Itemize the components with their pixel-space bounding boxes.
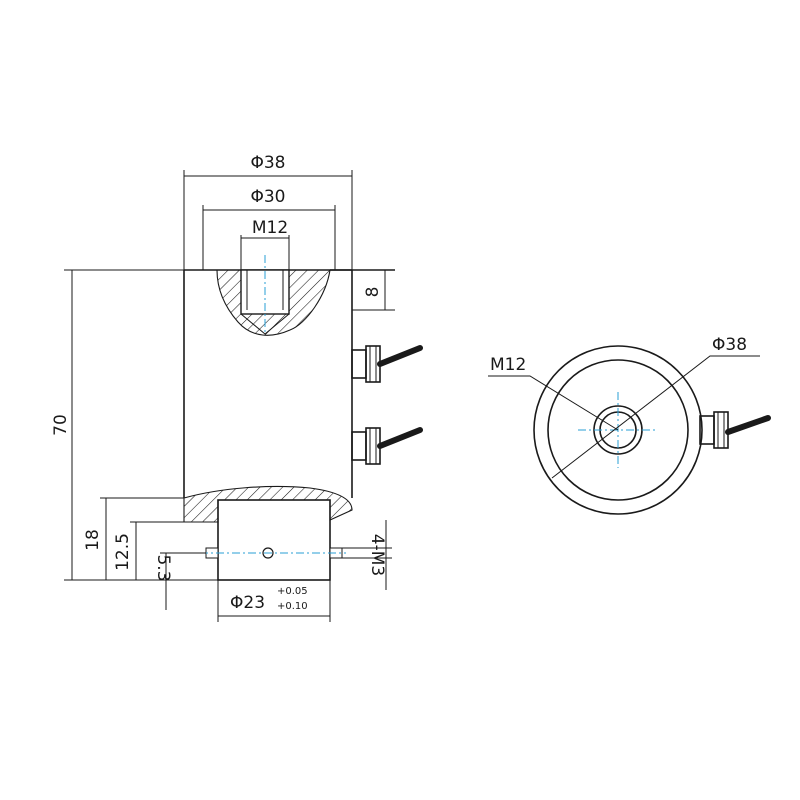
top-view-outer	[533, 345, 703, 515]
dim-side-holes: 4-M3	[342, 520, 392, 590]
center-hole	[262, 547, 274, 559]
dim-base-diameter: Φ23 +0.05 +0.10	[217, 580, 331, 622]
label-outer-diameter: Φ38	[250, 153, 285, 173]
dim-top-depth: 8	[352, 270, 395, 311]
dim-thread: M12	[240, 218, 290, 270]
label-top-view-diameter: Φ38	[712, 335, 747, 355]
dim-inner-diameter: Φ30	[202, 187, 336, 270]
drill-tip	[240, 313, 290, 335]
connector-upper	[351, 345, 423, 383]
label-hole-offset: 5.3	[153, 554, 173, 581]
label-total-height: 70	[51, 414, 71, 436]
top-view: M12 Φ38	[488, 335, 771, 515]
label-base-inner: 12.5	[113, 533, 133, 571]
label-tol-upper: +0.05	[277, 586, 308, 597]
label-top-depth: 8	[363, 287, 383, 298]
label-thread-top: M12	[252, 218, 288, 238]
leader-diameter	[551, 355, 760, 479]
dim-base-inner: 12.5	[113, 521, 184, 580]
dim-hole-offset: 5.3	[153, 552, 206, 610]
label-base-diameter: Φ23	[230, 593, 265, 613]
label-top-view-thread: M12	[490, 355, 526, 375]
label-side-holes: 4-M3	[367, 534, 387, 576]
label-inner-diameter: Φ30	[250, 187, 285, 207]
base-section	[183, 485, 353, 523]
label-tol-lower: +0.10	[277, 601, 308, 612]
dim-outer-diameter: Φ38	[183, 153, 353, 310]
leader-thread	[488, 375, 619, 431]
front-view: Φ38 Φ30 M12 8 70	[51, 153, 423, 622]
top-view-inner	[547, 359, 689, 501]
dim-base-height: 18	[83, 497, 184, 580]
top-view-connector	[699, 411, 771, 449]
base-boss	[217, 499, 331, 581]
label-base-height: 18	[83, 529, 103, 551]
connector-lower	[351, 427, 423, 465]
dim-total-height: 70	[51, 269, 218, 581]
